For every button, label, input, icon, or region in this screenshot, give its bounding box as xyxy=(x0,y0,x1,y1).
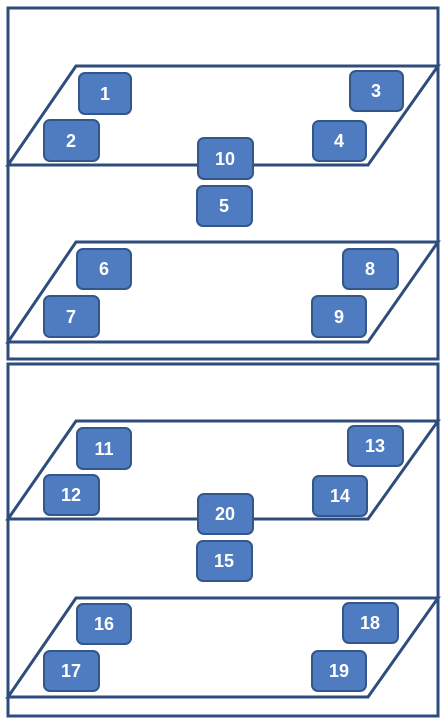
layer-bottom-upper: 11 12 13 14 xyxy=(5,419,441,521)
node-box xyxy=(311,295,367,338)
node-label: 3 xyxy=(371,81,381,101)
node-label: 2 xyxy=(66,131,76,151)
node-box xyxy=(197,493,254,535)
node-17: 17 xyxy=(43,650,100,692)
node-14: 14 xyxy=(312,475,368,517)
node-2: 2 xyxy=(43,119,100,162)
panel-bottom: 11 12 13 14 20 15 xyxy=(5,362,441,718)
node-box xyxy=(196,540,253,582)
node-box xyxy=(43,474,100,516)
node-3: 3 xyxy=(349,70,404,112)
panel-frame xyxy=(6,6,440,361)
node-box xyxy=(76,603,132,645)
node-label: 6 xyxy=(99,259,109,279)
layer-plane xyxy=(5,240,441,344)
layer-plane xyxy=(5,64,441,167)
layer-top-upper: 1 2 3 4 xyxy=(5,64,441,167)
node-box xyxy=(43,295,100,338)
node-6: 6 xyxy=(76,248,132,290)
node-label: 8 xyxy=(365,259,375,279)
node-7: 7 xyxy=(43,295,100,338)
node-label: 18 xyxy=(360,613,380,633)
node-box xyxy=(342,248,399,290)
node-label: 5 xyxy=(219,196,229,216)
node-4: 4 xyxy=(312,120,367,162)
node-label: 1 xyxy=(100,84,110,104)
node-label: 15 xyxy=(214,551,234,571)
node-box xyxy=(342,602,399,644)
node-label: 7 xyxy=(66,307,76,327)
node-box xyxy=(349,70,404,112)
node-15: 15 xyxy=(196,540,253,582)
node-9: 9 xyxy=(311,295,367,338)
node-box xyxy=(76,427,132,470)
node-label: 13 xyxy=(365,436,385,456)
node-label: 11 xyxy=(94,439,113,459)
node-box xyxy=(311,650,367,692)
panel-top: 1 2 3 4 10 5 xyxy=(5,6,441,361)
node-box xyxy=(78,72,132,115)
node-box xyxy=(43,650,100,692)
node-box xyxy=(196,185,253,227)
node-10: 10 xyxy=(197,137,254,180)
node-box xyxy=(43,119,100,162)
node-13: 13 xyxy=(347,425,404,467)
node-label: 12 xyxy=(61,485,81,505)
panel-frame xyxy=(6,362,440,718)
node-1: 1 xyxy=(78,72,132,115)
layer-plane xyxy=(5,596,441,699)
node-label: 19 xyxy=(329,661,349,681)
node-label: 20 xyxy=(215,504,235,524)
layer-top-lower: 6 7 8 9 xyxy=(5,240,441,344)
node-label: 14 xyxy=(330,486,350,506)
node-18: 18 xyxy=(342,602,399,644)
node-5: 5 xyxy=(196,185,253,227)
node-label: 9 xyxy=(334,307,344,327)
node-box xyxy=(76,248,132,290)
node-label: 4 xyxy=(334,131,344,151)
node-16: 16 xyxy=(76,603,132,645)
node-11: 11 xyxy=(76,427,132,470)
node-box xyxy=(312,475,368,517)
node-box xyxy=(197,137,254,180)
node-8: 8 xyxy=(342,248,399,290)
layer-bottom-lower: 16 17 18 19 xyxy=(5,596,441,699)
node-label: 17 xyxy=(61,661,81,681)
node-box xyxy=(312,120,367,162)
node-19: 19 xyxy=(311,650,367,692)
node-label: 16 xyxy=(94,614,114,634)
node-label: 10 xyxy=(215,149,235,169)
node-20: 20 xyxy=(197,493,254,535)
node-12: 12 xyxy=(43,474,100,516)
node-box xyxy=(347,425,404,467)
layer-plane xyxy=(5,419,441,521)
